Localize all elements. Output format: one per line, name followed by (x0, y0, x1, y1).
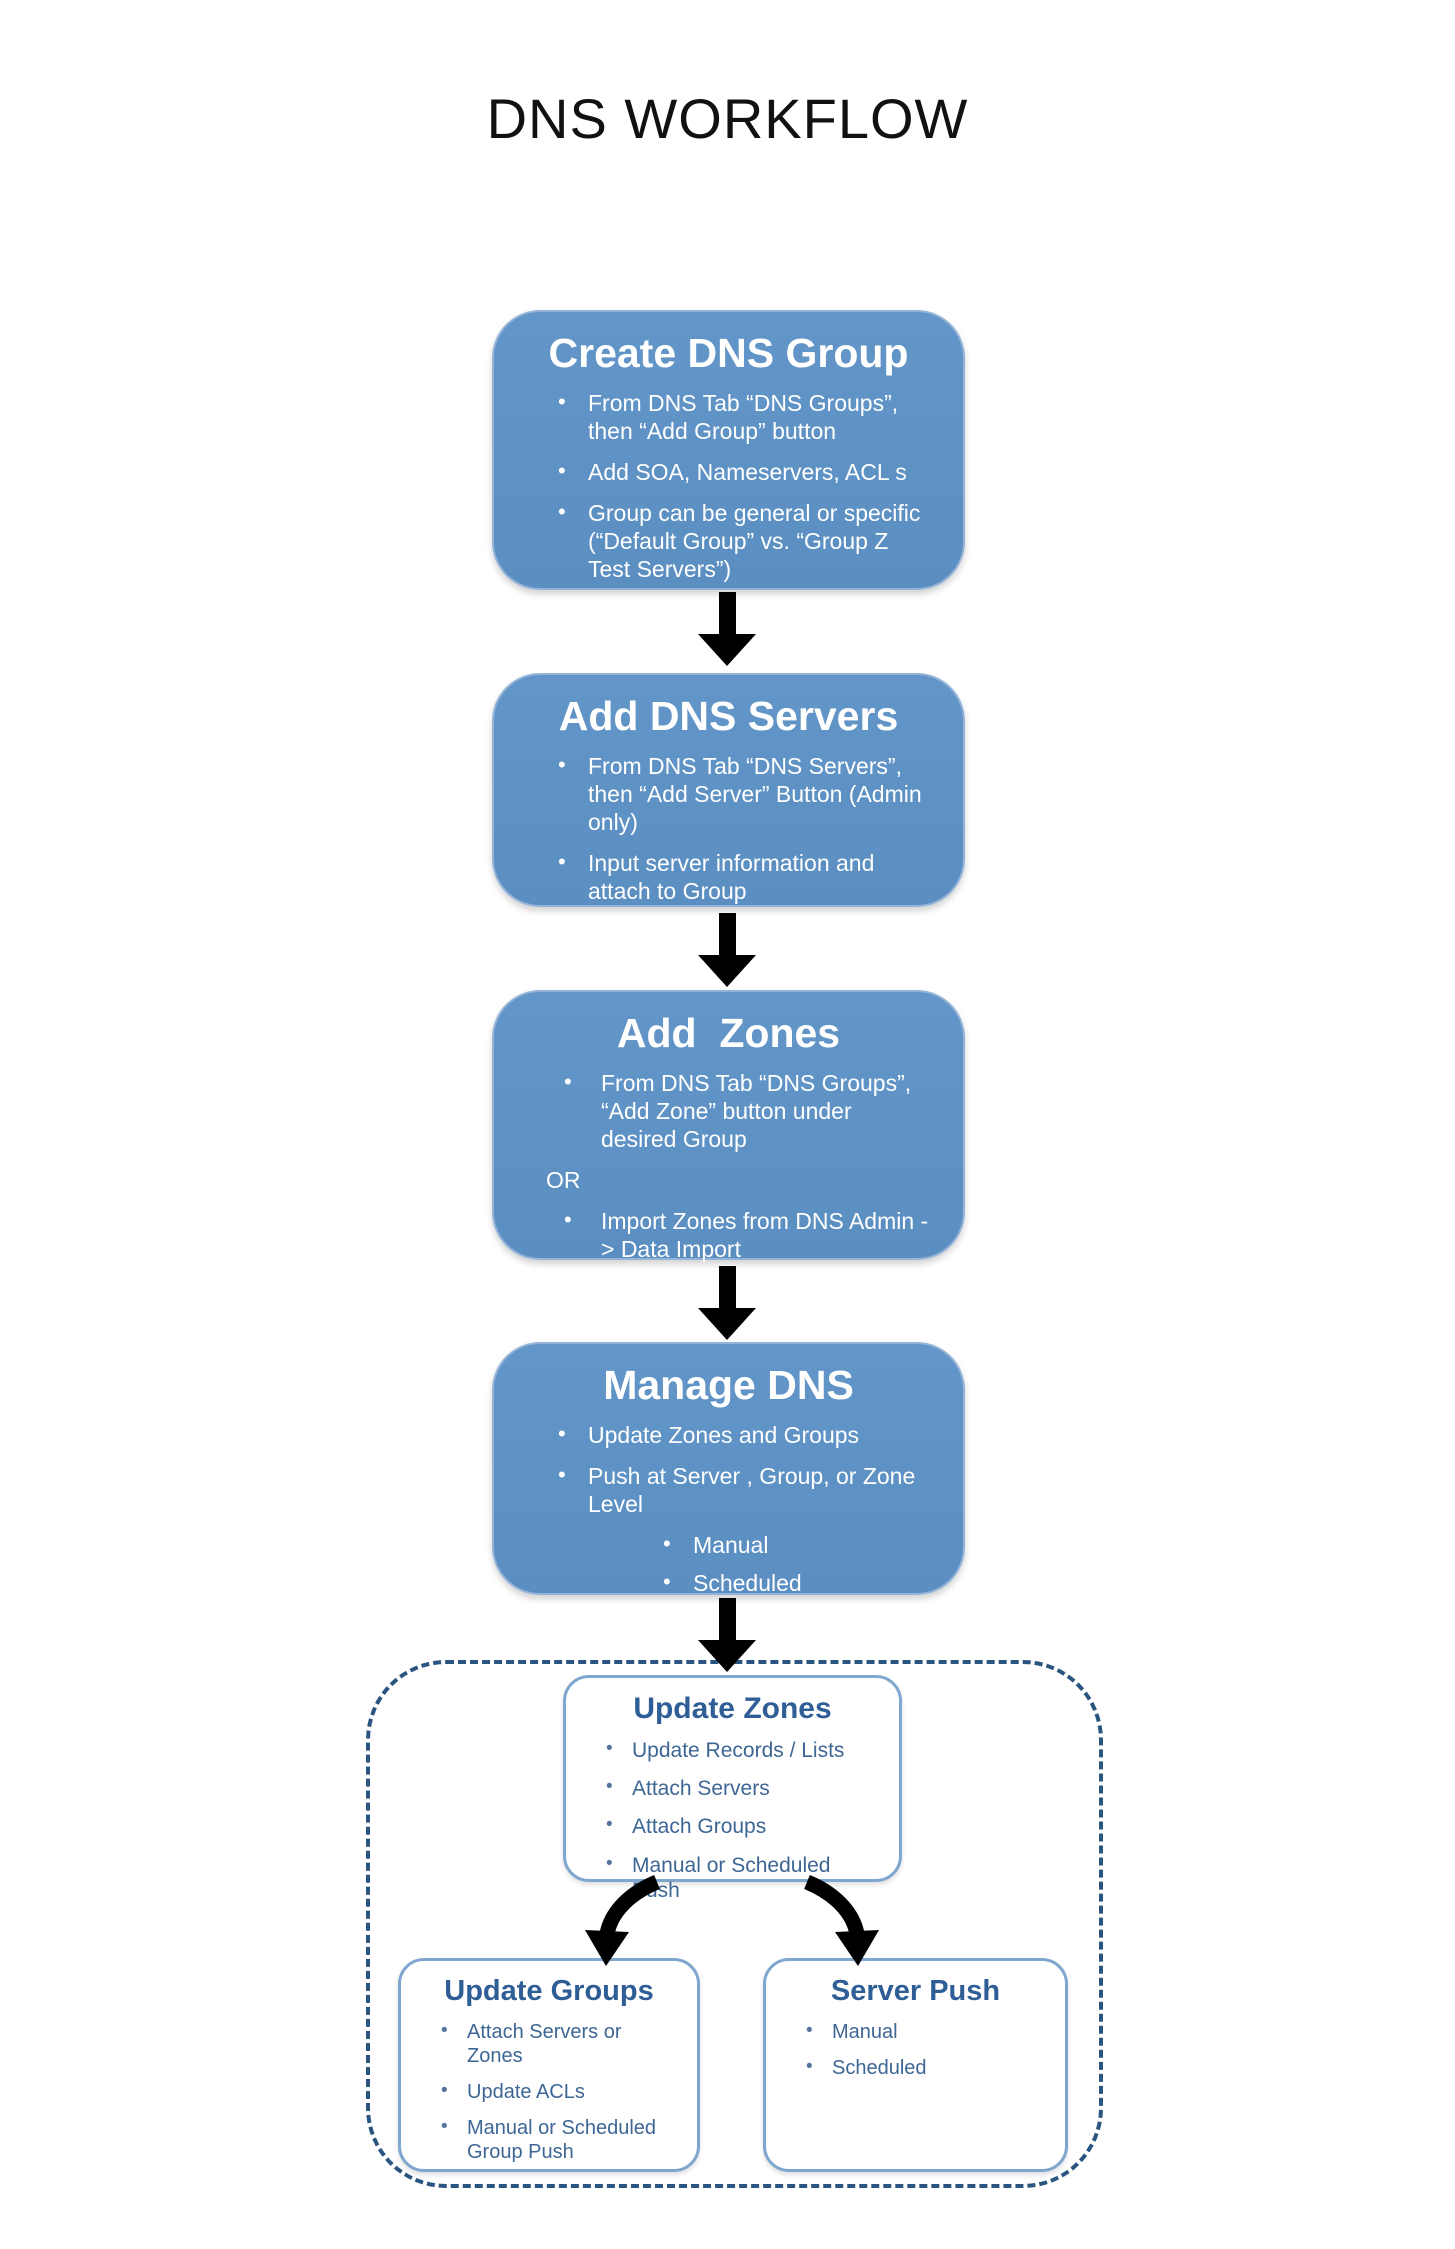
bullet-item: Scheduled (784, 2056, 1047, 2080)
flow-step-create-dns-group: Create DNS Group From DNS Tab “DNS Group… (492, 310, 965, 590)
arrow-head (698, 1308, 756, 1340)
bullet-item: From DNS Tab “DNS Groups”, “Add Zone” bu… (528, 1069, 929, 1153)
curved-arrow-left (585, 1875, 661, 1966)
step-bullet-list: From DNS Tab “DNS Servers”, then “Add Se… (528, 752, 929, 905)
page-title: DNS WORKFLOW (486, 87, 969, 150)
bullet-item: Input server information and attach to G… (528, 849, 929, 905)
flow-step-add-dns-servers: Add DNS Servers From DNS Tab “DNS Server… (492, 673, 965, 907)
flow-arrow-1 (698, 592, 756, 666)
flow-arrow-4 (698, 1598, 756, 1672)
arrow-shaft (718, 913, 736, 955)
flow-step-add-zones: Add Zones From DNS Tab “DNS Groups”, “Ad… (492, 990, 965, 1263)
bullet-item: Import Zones from DNS Admin -> Data Impo… (528, 1207, 929, 1263)
arrow-head (698, 955, 756, 987)
step-title: Add DNS Servers (558, 693, 899, 739)
bullet-item: Attach Groups (584, 1814, 881, 1839)
bullet-item: Attach Servers or Zones (419, 2020, 679, 2068)
bullet-item: Add SOA, Nameservers, ACL s (528, 458, 929, 486)
bullet-item: From DNS Tab “DNS Groups”, then “Add Gro… (528, 389, 929, 445)
sub-box-bullet-list: Manual Scheduled (784, 2020, 1047, 2080)
bullet-item: Update ACLs (419, 2080, 679, 2104)
or-label: OR (546, 1167, 581, 1194)
bullet-item: Attach Servers (584, 1776, 881, 1801)
curved-arrow-right (803, 1875, 879, 1966)
bullet-item: Group can be general or specific (“Defau… (528, 499, 929, 583)
sub-box-update-zones: Update Zones Update Records / Lists Atta… (563, 1675, 902, 1902)
arrow-head (698, 634, 756, 666)
sub-box-title: Server Push (830, 1975, 1001, 2007)
bullet-item: Manual (784, 2020, 1047, 2044)
sub-bullet-item: Scheduled (528, 1569, 929, 1597)
sub-box-title: Update Zones (633, 1692, 832, 1725)
sub-box-update-groups: Update Groups Attach Servers or Zones Up… (398, 1958, 700, 2172)
flow-arrow-2 (698, 913, 756, 987)
sub-bullet-item: Manual (528, 1531, 929, 1559)
bullet-item: From DNS Tab “DNS Servers”, then “Add Se… (528, 752, 929, 836)
arrow-shaft (718, 1598, 736, 1640)
step-title: Create DNS Group (548, 330, 909, 376)
arrow-head (698, 1640, 756, 1672)
arrow-shaft (718, 1266, 736, 1308)
step-bullet-list: Update Zones and Groups Push at Server ,… (528, 1421, 929, 1597)
flow-step-manage-dns: Manage DNS Update Zones and Groups Push … (492, 1342, 965, 1597)
flow-arrow-3 (698, 1266, 756, 1340)
sub-box-bullet-list: Attach Servers or Zones Update ACLs Manu… (419, 2020, 679, 2164)
bullet-item: Update Records / Lists (584, 1738, 881, 1763)
bullet-item: Update Zones and Groups (528, 1421, 929, 1449)
sub-box-title: Update Groups (444, 1975, 654, 2007)
bullet-item: Push at Server , Group, or Zone Level (528, 1462, 929, 1518)
sub-box-bullet-list: Update Records / Lists Attach Servers At… (584, 1738, 881, 1903)
sub-box-server-push: Server Push Manual Scheduled (763, 1958, 1068, 2172)
step-title: Add Zones (616, 1010, 841, 1056)
bullet-item: Manual or Scheduled Group Push (419, 2116, 679, 2164)
step-bullet-list: From DNS Tab “DNS Groups”, then “Add Gro… (528, 389, 929, 583)
step-title: Manage DNS (603, 1362, 854, 1408)
step-bullet-list: From DNS Tab “DNS Groups”, “Add Zone” bu… (528, 1069, 929, 1263)
arrow-shaft (718, 592, 736, 634)
